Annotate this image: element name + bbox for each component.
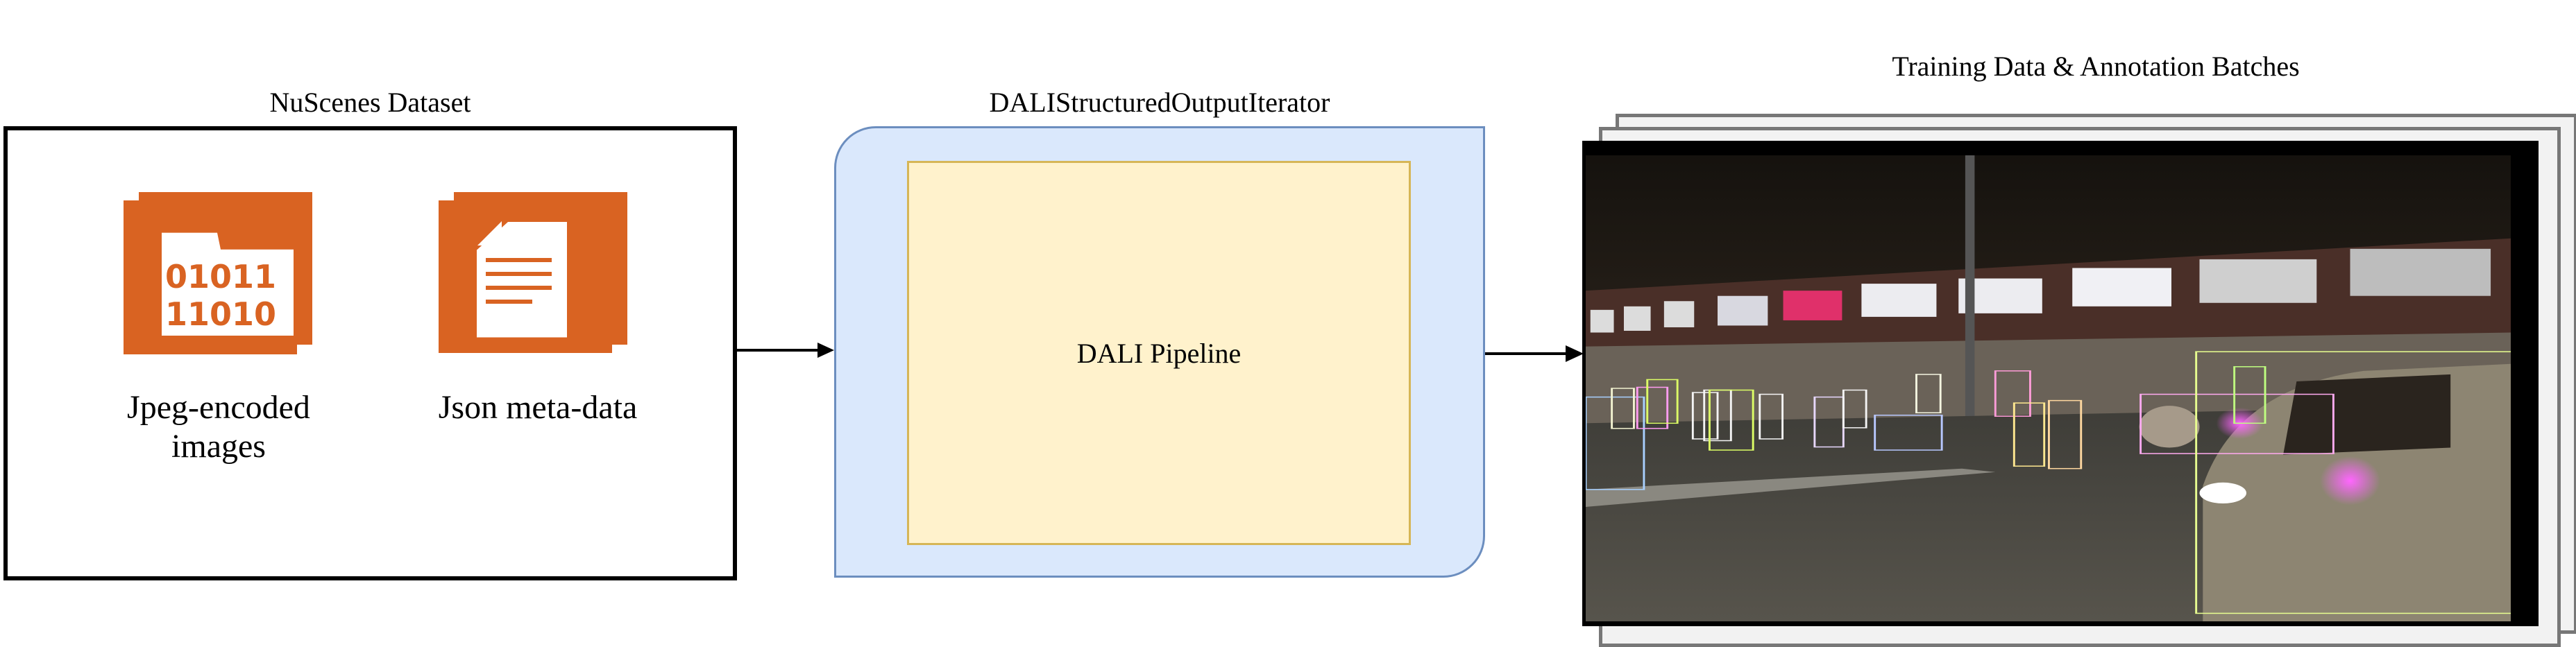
bbox	[2233, 366, 2266, 424]
bbox	[1636, 386, 1669, 429]
arrow-dataset-to-iterator	[733, 343, 834, 358]
bbox	[1759, 393, 1784, 440]
binary-text-2: 11010	[165, 295, 276, 333]
dali-pipeline-label: DALI Pipeline	[1076, 337, 1242, 369]
jpeg-label-line1: Jpeg-encoded	[127, 389, 310, 426]
binary-text-1: 01011	[165, 258, 276, 295]
document-icon	[439, 192, 627, 353]
bbox	[2012, 402, 2046, 467]
bbox	[1611, 388, 1635, 429]
json-metadata-label: Json meta-data	[438, 389, 638, 426]
training-image	[1586, 155, 2511, 621]
bbox	[1586, 396, 1645, 490]
bbox	[2195, 351, 2511, 614]
batches-title: Training Data & Annotation Batches	[1892, 51, 2300, 82]
bbox	[2048, 399, 2083, 469]
bbox	[1842, 389, 1867, 429]
bbox	[1874, 414, 1943, 451]
bbox	[1708, 389, 1754, 451]
connector-arrows	[733, 343, 1584, 362]
bbox	[2139, 393, 2334, 454]
bbox	[1915, 374, 1942, 413]
dali-pipeline-box: DALI Pipeline	[907, 161, 1411, 545]
jpeg-label-line2: images	[171, 428, 266, 465]
arrow-iterator-to-batches	[1484, 345, 1584, 362]
bbox	[1646, 379, 1679, 424]
binary-file-icon: 01011 11010	[124, 192, 312, 354]
iterator-title: DALIStructuredOutputIterator	[989, 87, 1330, 118]
dataset-title: NuScenes Dataset	[269, 87, 471, 118]
jpeg-images-label: Jpeg-encoded images	[83, 388, 354, 466]
annotation-boxes	[1586, 351, 2511, 614]
bbox	[1994, 370, 2031, 417]
